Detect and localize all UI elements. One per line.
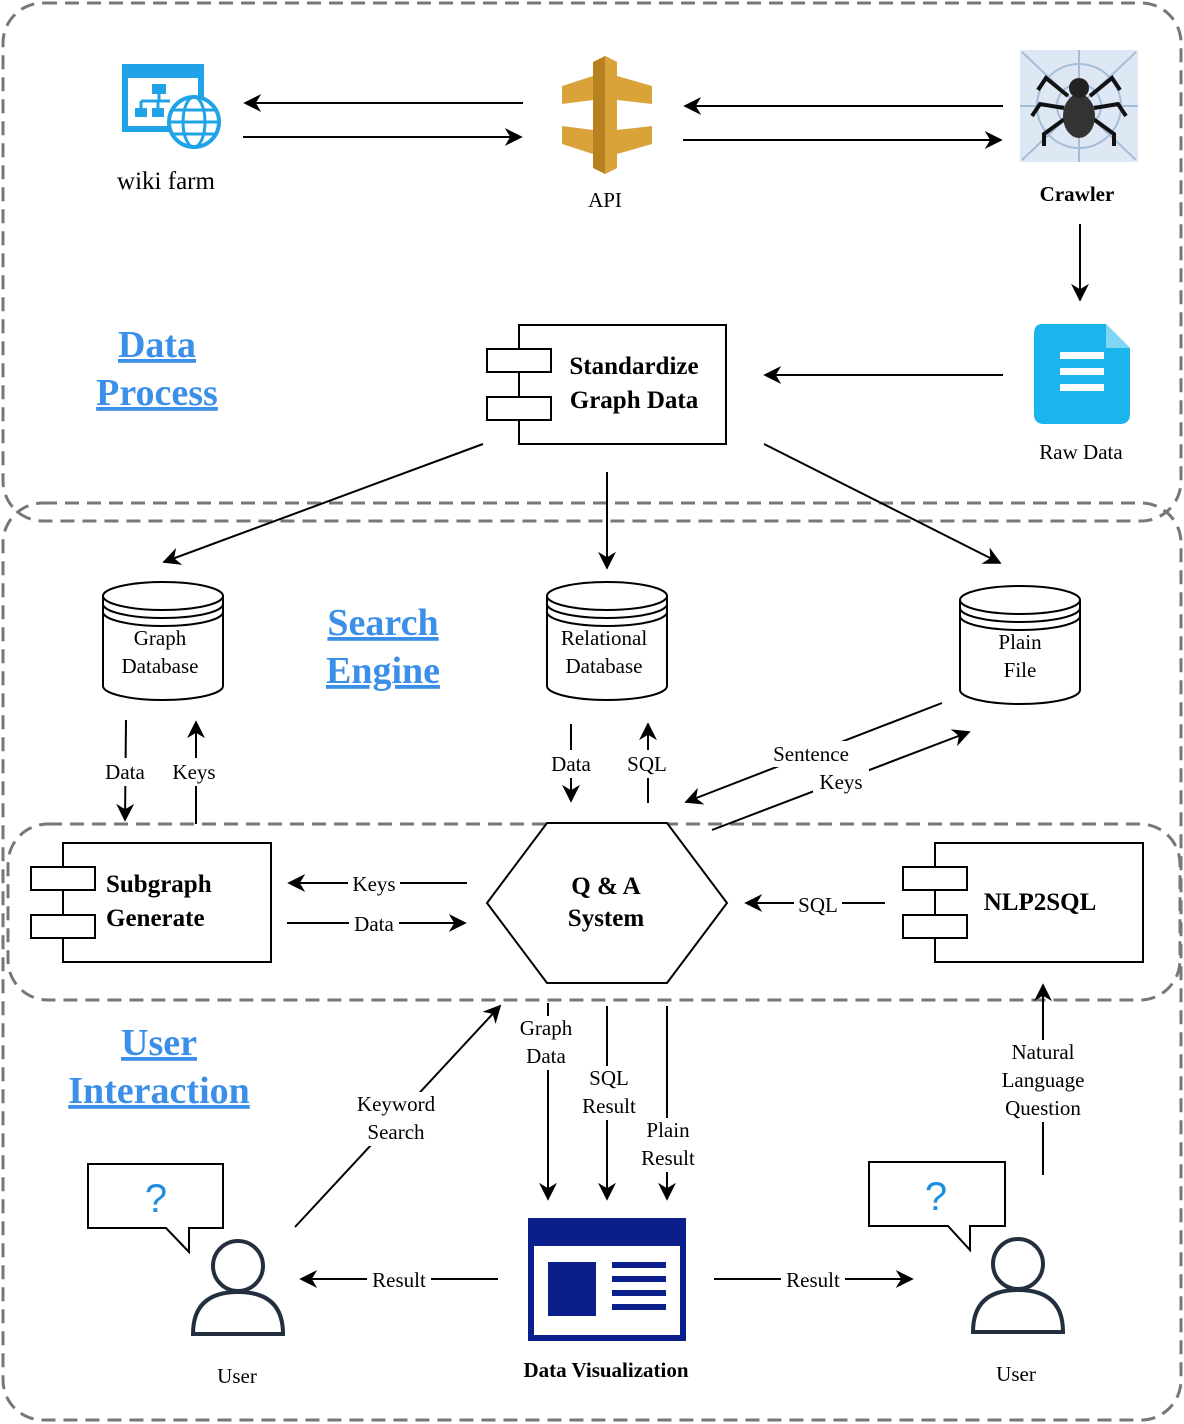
edge-label-rdb-data: Data <box>551 752 591 776</box>
edge-label-keyword-search-2: Search <box>367 1120 425 1144</box>
subgraph-generate-component <box>30 842 272 963</box>
relational-database-label-2: Database <box>566 654 643 678</box>
edge-label-graph-data-1: Graph <box>520 1016 573 1040</box>
label-bg <box>992 1040 1094 1122</box>
standardize-label-1: Standardize <box>569 353 698 380</box>
relational-database-label-1: Relational <box>561 626 647 650</box>
graph-database-label-1: Graph <box>134 626 187 650</box>
qa-system-label-1: Q & A <box>571 873 640 900</box>
subgraph-label-2: Generate <box>106 905 205 932</box>
crawler-spider-icon <box>1020 50 1138 162</box>
edge-label-gdb-keys: Keys <box>172 760 215 784</box>
section-title-data-process-2: Process <box>96 372 218 414</box>
relational-database-cylinder <box>546 581 668 701</box>
label-bg <box>634 1118 702 1172</box>
search-engine-region <box>6 822 1182 1002</box>
edge-label-keys-plain: Keys <box>819 770 862 794</box>
edge-label-natural-language-2: Language <box>1002 1068 1085 1092</box>
raw-data-label: Raw Data <box>1039 440 1123 464</box>
label-bg <box>167 758 221 786</box>
edge-label-gdb-data: Data <box>105 760 145 784</box>
edge-label-sub-keys: Keys <box>352 872 395 896</box>
standardize-label-2: Graph Data <box>570 387 699 414</box>
edge-standardize-to-plainfile <box>763 443 1002 564</box>
user-right-label: User <box>996 1362 1036 1386</box>
label-bg <box>574 1066 642 1120</box>
edge-label-plain-result-1: Plain <box>646 1118 690 1142</box>
edge-label-sub-data: Data <box>354 912 394 936</box>
label-bg <box>348 1092 444 1146</box>
nlp2sql-label: NLP2SQL <box>984 889 1097 916</box>
label-bg <box>794 892 842 916</box>
api-label: API <box>588 188 622 212</box>
api-gateway-icon <box>562 56 652 174</box>
label-bg <box>367 1267 431 1291</box>
label-bg <box>100 758 152 786</box>
edge-label-plain-result-2: Result <box>641 1146 695 1170</box>
edge-label-nlp-sql: SQL <box>798 893 838 917</box>
wiki-farm-icon <box>122 64 221 149</box>
section-title-user-interaction: User <box>121 1022 197 1064</box>
user-interaction-region <box>1 501 1183 1422</box>
label-bg <box>781 1267 845 1291</box>
graph-database-cylinder <box>102 581 224 701</box>
edge-standardize-to-graphdb <box>162 443 484 565</box>
edge-label-graph-data-2: Data <box>526 1044 566 1068</box>
crawler-label: Crawler <box>1040 182 1115 206</box>
qa-system-label-2: System <box>568 905 645 932</box>
user-left-question-mark: ? <box>145 1177 167 1221</box>
edge-label-sql-result-2: Result <box>582 1094 636 1118</box>
graph-database-label-2: Database <box>122 654 199 678</box>
label-bg <box>813 769 869 795</box>
section-title-search-engine: Search <box>327 602 438 644</box>
data-process-region <box>1 1 1183 523</box>
user-left-icon <box>87 1163 286 1336</box>
edge-label-sql-result-1: SQL <box>589 1066 629 1090</box>
label-bg <box>349 912 399 936</box>
raw-data-document-icon <box>1034 324 1130 424</box>
label-bg <box>545 750 597 778</box>
data-visualization-icon <box>528 1218 686 1341</box>
edge-label-result-right: Result <box>786 1268 840 1292</box>
plain-file-label-2: File <box>1004 658 1037 682</box>
wiki-farm-label: wiki farm <box>117 168 215 195</box>
section-title-data-process: Data <box>118 324 196 366</box>
nlp2sql-component <box>902 842 1144 963</box>
plain-file-cylinder <box>959 585 1081 705</box>
label-bg <box>622 750 674 778</box>
plain-file-label-1: Plain <box>998 630 1042 654</box>
user-right-icon <box>868 1161 1066 1334</box>
label-bg <box>764 741 858 767</box>
edge-label-natural-language-1: Natural <box>1012 1040 1075 1064</box>
user-right-question-mark: ? <box>925 1175 947 1219</box>
edge-label-keyword-search-1: Keyword <box>357 1092 436 1116</box>
subgraph-label-1: Subgraph <box>106 871 212 898</box>
edge-label-sentence: Sentence <box>773 742 849 766</box>
user-left-label: User <box>217 1364 257 1388</box>
edge-label-rdb-sql: SQL <box>627 752 667 776</box>
edge-label-result-left: Result <box>372 1268 426 1292</box>
label-bg <box>348 872 400 896</box>
section-title-user-interaction-2: Interaction <box>68 1070 250 1112</box>
qa-system-hexagon <box>485 822 729 984</box>
edge-label-natural-language-3: Question <box>1005 1096 1081 1120</box>
label-bg <box>514 1016 578 1070</box>
data-visualization-label: Data Visualization <box>523 1358 688 1382</box>
section-title-search-engine-2: Engine <box>326 650 440 692</box>
standardize-graph-data-component <box>486 324 727 445</box>
